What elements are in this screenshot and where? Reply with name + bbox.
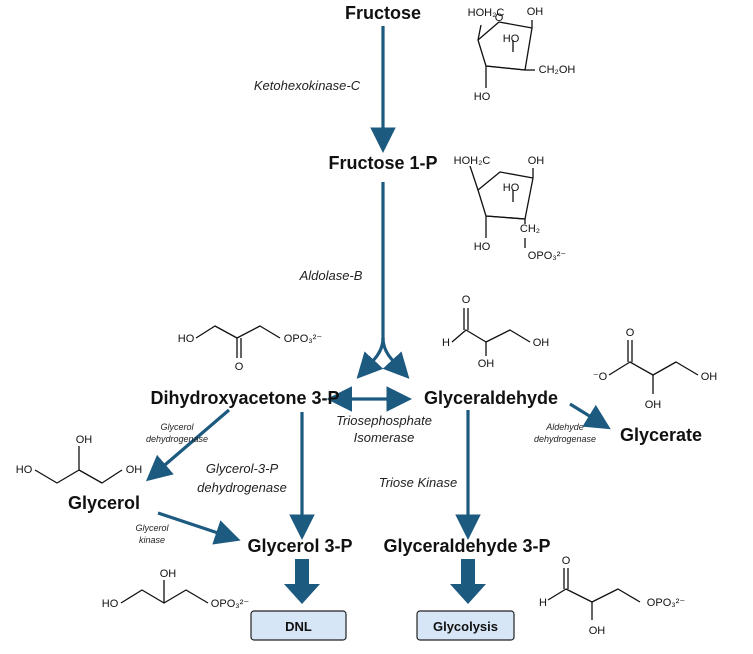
svg-text:HOH₂C: HOH₂C (454, 155, 491, 167)
svg-text:OH: OH (76, 434, 93, 446)
svg-text:O: O (626, 327, 635, 339)
glycerol-structure: HO OH OH (16, 434, 143, 484)
svg-text:H: H (442, 337, 450, 349)
svg-text:O: O (462, 294, 471, 306)
svg-text:OH: OH (160, 568, 177, 580)
arrow-glyceraldehyde-to-glycerate (569, 402, 611, 430)
svg-text:OH: OH (527, 6, 544, 18)
glyceraldehyde-structure: H O OH OH (442, 294, 549, 370)
svg-text:⁻O: ⁻O (593, 371, 608, 383)
glyceraldehyde-label: Glyceraldehyde (424, 388, 558, 408)
svg-text:HO: HO (503, 33, 520, 45)
svg-text:HO: HO (178, 333, 195, 345)
fructose-label: Fructose (345, 3, 421, 23)
glycolysis-label: Glycolysis (433, 619, 498, 634)
enzyme-tpi-line2: Isomerase (354, 430, 415, 445)
svg-text:HO: HO (474, 91, 491, 103)
glycerol-3p-structure: HO OH OPO₃²⁻ (102, 568, 250, 610)
arrow-glycerol-to-glycerol-3p (157, 511, 241, 545)
svg-text:HO: HO (503, 182, 520, 194)
svg-text:HOH₂C: HOH₂C (468, 7, 505, 19)
svg-text:HO: HO (102, 598, 119, 610)
fructose-structure: HOH₂C O OH HO CH₂OH HO (468, 6, 576, 103)
arrow-dhap-to-glycerol (145, 408, 231, 482)
svg-text:O: O (235, 361, 244, 373)
enzyme-g3p-dh-line2: dehydrogenase (197, 480, 287, 495)
enzyme-aldolase: Aldolase-B (299, 268, 363, 283)
enzyme-aldehyde-dh-line1: Aldehyde (545, 422, 584, 432)
enzyme-glycerol-dh-line2: dehydrogenase (146, 434, 208, 444)
enzyme-tpi-line1: Triosephosphate (336, 413, 432, 428)
glyceraldehyde-3p-label: Glyceraldehyde 3-P (383, 536, 550, 556)
fructose-1p-structure: HOH₂C OH HO CH₂ HO OPO₃²⁻ (454, 155, 567, 262)
glycerol-3p-label: Glycerol 3-P (247, 536, 352, 556)
svg-text:CH₂: CH₂ (520, 223, 540, 235)
fructose-1p-label: Fructose 1-P (328, 153, 437, 173)
svg-text:CH₂OH: CH₂OH (539, 64, 576, 76)
svg-text:HO: HO (16, 464, 33, 476)
svg-text:OH: OH (478, 358, 495, 370)
svg-text:O: O (562, 555, 571, 567)
svg-text:HO: HO (474, 241, 491, 253)
enzyme-aldehyde-dh-line2: dehydrogenase (534, 434, 596, 444)
enzyme-glycerol-dh-line1: Glycerol (160, 422, 194, 432)
dhap-label: Dihydroxyacetone 3-P (150, 388, 339, 408)
enzyme-glycerol-kinase-line2: kinase (139, 535, 165, 545)
dnl-label: DNL (285, 619, 312, 634)
svg-text:OH: OH (528, 155, 545, 167)
svg-text:H: H (539, 597, 547, 609)
arrow-aldolase-to-dhap (356, 337, 385, 379)
enzyme-triose-kinase: Triose Kinase (379, 475, 458, 490)
enzyme-g3p-dh-line1: Glycerol-3-P (206, 461, 279, 476)
svg-text:OPO₃²⁻: OPO₃²⁻ (528, 250, 567, 262)
svg-text:OH: OH (645, 399, 662, 411)
svg-text:O: O (495, 12, 504, 24)
dnl-box (250, 610, 347, 641)
enzyme-glycerol-kinase-line1: Glycerol (135, 523, 169, 533)
svg-text:OPO₃²⁻: OPO₃²⁻ (211, 598, 250, 610)
glycerate-label: Glycerate (620, 425, 702, 445)
glycolysis-box (416, 610, 515, 641)
svg-text:OPO₃²⁻: OPO₃²⁻ (647, 597, 686, 609)
block-arrow-to-dnl (284, 559, 320, 604)
glyceraldehyde-3p-structure: H O OH OPO₃²⁻ (539, 555, 685, 637)
svg-text:OH: OH (533, 337, 550, 349)
arrow-aldolase-to-glyceraldehyde (381, 337, 410, 379)
glycerol-label: Glycerol (68, 493, 140, 513)
svg-text:OH: OH (589, 625, 606, 637)
enzyme-ketohexokinase: Ketohexokinase-C (254, 78, 361, 93)
svg-text:OH: OH (126, 464, 143, 476)
svg-text:OH: OH (701, 371, 718, 383)
block-arrow-to-glycolysis (450, 559, 486, 604)
dhap-structure: HO O OPO₃²⁻ (178, 325, 323, 373)
svg-text:OPO₃²⁻: OPO₃²⁻ (284, 333, 323, 345)
glycerate-structure: ⁻O O OH OH (593, 327, 717, 411)
